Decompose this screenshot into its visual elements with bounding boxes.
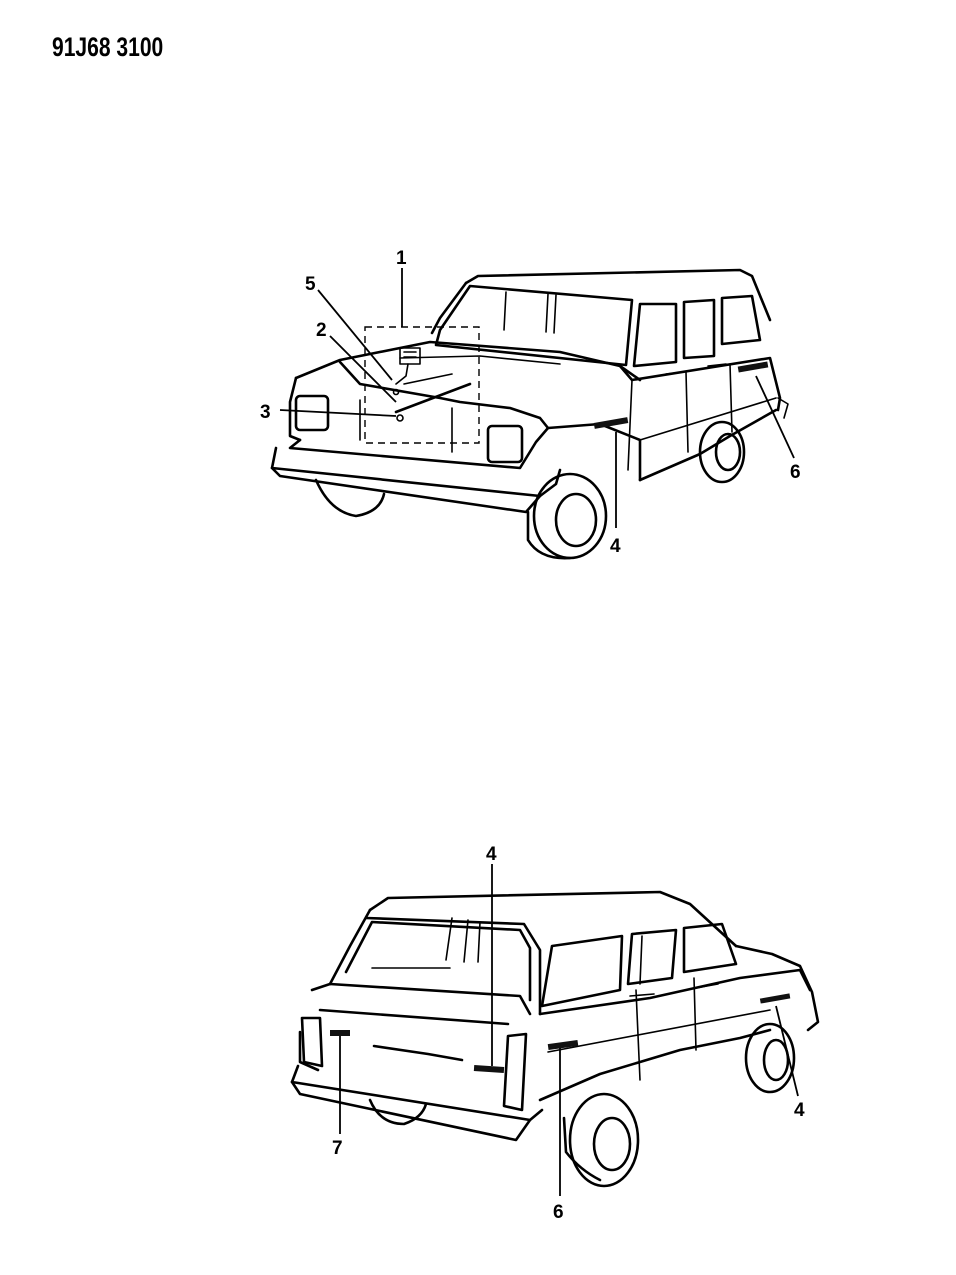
callout-5: 5 xyxy=(305,274,316,295)
rear-view-vehicle xyxy=(290,890,820,1188)
detail-box xyxy=(364,326,480,444)
callout-3: 3 xyxy=(260,402,271,423)
callout-4-rear-top: 4 xyxy=(486,844,497,865)
document-id: 91J68 3100 xyxy=(52,32,164,62)
callout-4-rear-side: 4 xyxy=(794,1100,805,1121)
callout-6: 6 xyxy=(790,462,801,483)
callout-7: 7 xyxy=(332,1138,343,1159)
callout-4: 4 xyxy=(610,536,621,557)
front-view-vehicle xyxy=(270,268,789,560)
front-leaders xyxy=(279,268,795,528)
callout-2: 2 xyxy=(316,320,327,341)
rear-leaders xyxy=(339,864,799,1196)
callout-1: 1 xyxy=(396,248,407,269)
callout-6-rear: 6 xyxy=(553,1202,564,1223)
